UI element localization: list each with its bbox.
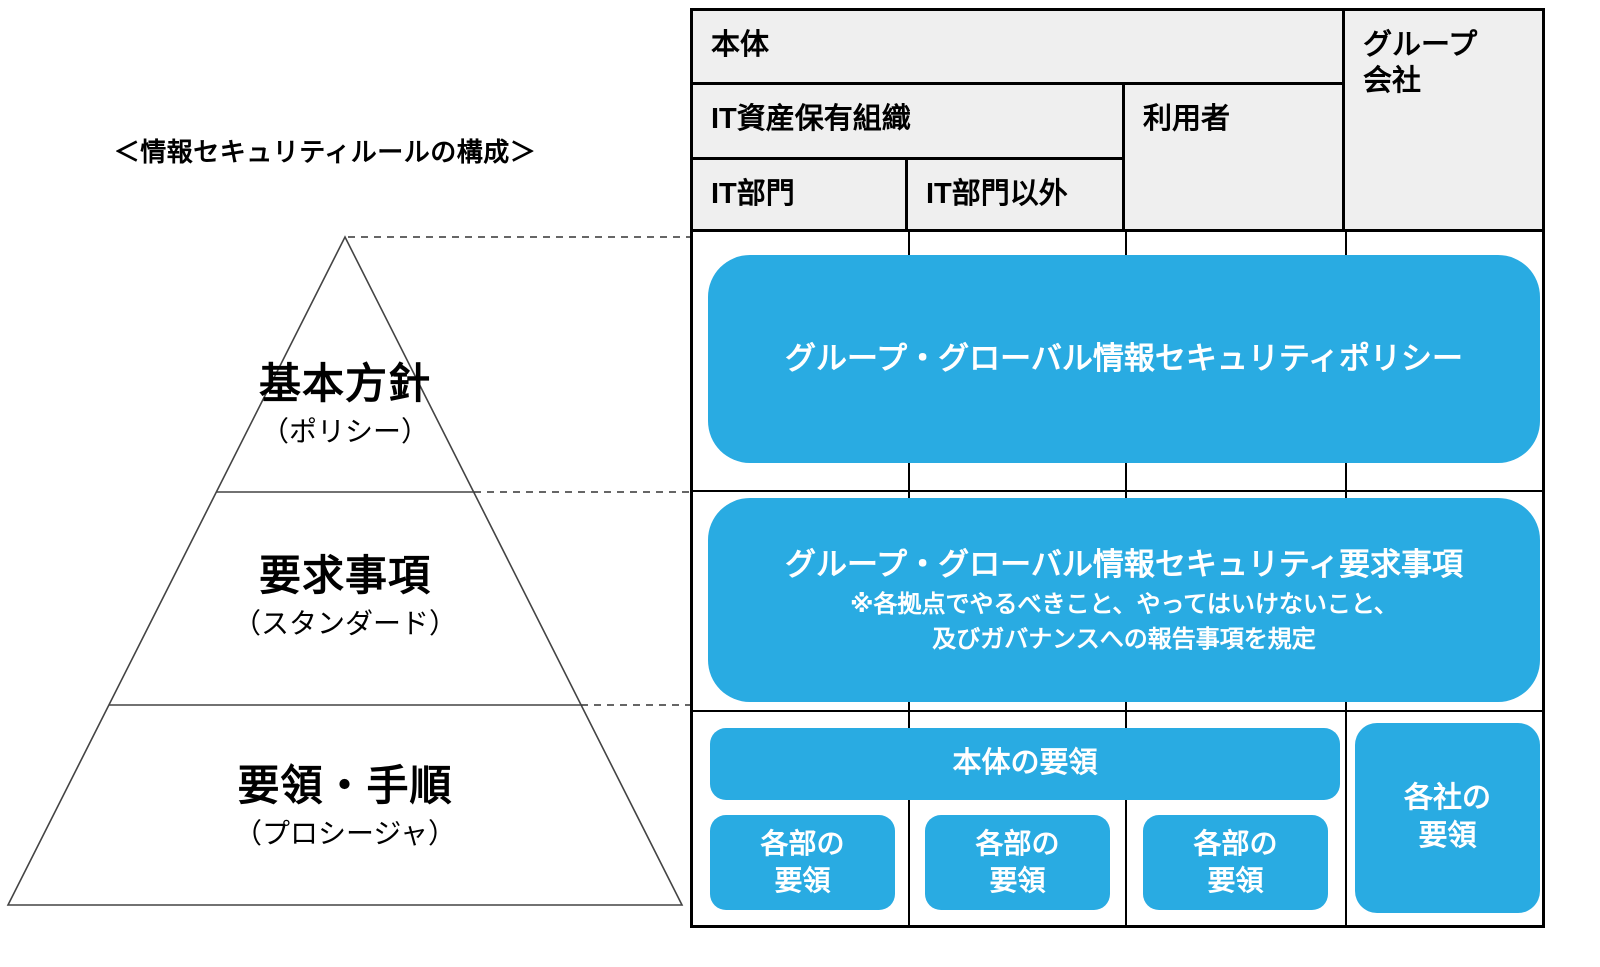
- kakusha-youryou-box: 各社の 要領: [1355, 723, 1540, 913]
- header-it-asset-org: IT資産保有組織: [693, 85, 1125, 160]
- tier-sublabel: （スタンダード）: [232, 608, 457, 640]
- dept-youryou-box-2: 各部の 要領: [925, 815, 1110, 910]
- requirements-box: グループ・グローバル情報セキュリティ要求事項 ※各拠点でやるべきこと、やってはい…: [708, 498, 1540, 702]
- tier-label: 要求事項: [258, 552, 431, 599]
- tier-sublabel: （プロシージャ）: [233, 818, 457, 850]
- pyramid-outline: [6, 235, 684, 906]
- tier-label: 基本方針: [258, 360, 431, 407]
- policy-label: グループ・グローバル情報セキュリティポリシー: [785, 340, 1463, 376]
- requirements-label: グループ・グローバル情報セキュリティ要求事項: [785, 546, 1463, 582]
- pyramid-tier-standard: 要求事項 （スタンダード）: [145, 552, 545, 640]
- dept-youryou-box-3: 各部の 要領: [1143, 815, 1328, 910]
- header-user: 利用者: [1125, 85, 1345, 232]
- pyramid-tier-policy: 基本方針 （ポリシー）: [145, 360, 545, 448]
- diagram-title: ＜情報セキュリティルールの構成＞: [113, 137, 537, 167]
- tier-sublabel: （ポリシー）: [260, 416, 429, 448]
- rules-matrix-table: 本体 グループ 会社 IT資産保有組織 利用者 IT部門 IT部門以外 グループ…: [690, 8, 1545, 928]
- header-non-it-dept: IT部門以外: [908, 160, 1125, 232]
- row-divider-2: [693, 710, 1542, 712]
- requirements-note-line1: ※各拠点でやるべきこと、やってはいけないこと、: [850, 590, 1398, 618]
- dept-youryou-box-1: 各部の 要領: [710, 815, 895, 910]
- header-it-dept: IT部門: [693, 160, 908, 232]
- policy-box: グループ・グローバル情報セキュリティポリシー: [708, 255, 1540, 463]
- pyramid-graphic: [6, 235, 694, 906]
- header-group-company: グループ 会社: [1345, 11, 1542, 232]
- hontai-youryou-box: 本体の要領: [710, 728, 1340, 800]
- row-divider-1: [693, 490, 1542, 492]
- tier-label: 要領・手順: [237, 762, 453, 809]
- pyramid-tier-procedure: 要領・手順 （プロシージャ）: [145, 762, 545, 850]
- header-hontai: 本体: [693, 11, 1345, 85]
- requirements-note-line2: 及びガバナンスへの報告事項を規定: [932, 626, 1316, 654]
